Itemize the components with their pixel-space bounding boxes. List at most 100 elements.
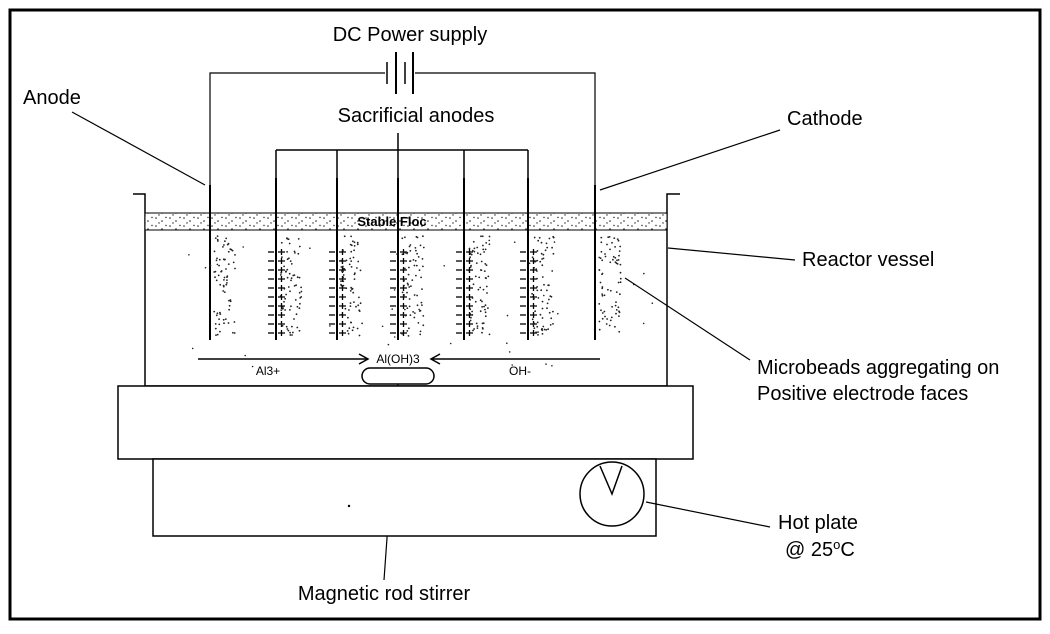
dial-pointer xyxy=(599,465,623,497)
microbead-dot xyxy=(537,331,539,333)
positive-charge-mark xyxy=(466,267,473,273)
positive-charge-mark xyxy=(466,285,473,291)
microbeads-leader-line xyxy=(624,277,751,361)
microbead-dot xyxy=(357,304,360,307)
microbead-dot xyxy=(472,240,475,243)
microbead-dot xyxy=(474,275,477,278)
positive-charge-mark xyxy=(466,330,473,336)
microbead-dot xyxy=(419,244,422,247)
microbead-dot xyxy=(484,315,487,318)
microbead-dot xyxy=(408,305,411,308)
microbead-dot xyxy=(214,323,217,325)
microbead-dot xyxy=(296,276,299,279)
positive-charge-mark xyxy=(339,321,346,327)
microbead-dot xyxy=(408,245,411,248)
microbead-dot xyxy=(476,246,479,249)
microbead-dot xyxy=(351,288,353,291)
microbead-dot xyxy=(358,334,361,337)
microbead-dot xyxy=(297,238,300,240)
positive-charge-mark xyxy=(339,330,346,336)
microbead-dot xyxy=(487,307,489,309)
microbead-dot xyxy=(409,250,412,252)
microbead-dot xyxy=(283,300,285,303)
microbead-dot xyxy=(604,315,606,318)
microbead-dot xyxy=(598,256,600,259)
microbead-dot xyxy=(233,332,236,334)
microbead-dot xyxy=(283,287,286,290)
positive-charge-mark xyxy=(466,303,473,309)
microbead-dot xyxy=(413,312,416,314)
microbead-dot xyxy=(488,235,491,238)
microbead-dot xyxy=(407,335,410,337)
microbead-dot xyxy=(402,313,404,316)
microbead-dot xyxy=(534,260,536,263)
microbead-dot xyxy=(546,289,548,292)
microbead-dot xyxy=(485,277,487,280)
microbead-dot xyxy=(600,241,603,244)
microbead-dot xyxy=(541,307,544,310)
hot-plate-base xyxy=(152,458,657,537)
microbead-dot xyxy=(418,308,420,311)
microbead-dot xyxy=(406,291,408,294)
microbead-dot xyxy=(615,312,617,315)
microbead-dot xyxy=(536,270,538,272)
microbead-dot xyxy=(214,276,216,279)
microbead-dot xyxy=(279,295,282,297)
microbead-dot xyxy=(406,251,409,254)
microbead-dot xyxy=(416,294,418,297)
microbead-dot xyxy=(353,241,356,244)
microbead-dot xyxy=(467,269,470,272)
microbead-dot xyxy=(614,304,617,307)
microbead-dot xyxy=(422,265,424,268)
microbead-dot xyxy=(285,270,287,273)
microbead-dot xyxy=(607,236,610,239)
microbead-dot xyxy=(470,253,473,256)
microbead-dot xyxy=(409,260,411,262)
microbead-dot xyxy=(417,322,420,324)
microbead-dot xyxy=(473,328,475,330)
microbead-dot xyxy=(213,310,216,313)
microbead-dot xyxy=(604,255,607,258)
microbead-dot xyxy=(233,321,236,323)
microbead-dot xyxy=(420,276,422,279)
microbead-dot xyxy=(294,252,296,254)
positive-charge-mark xyxy=(530,303,537,309)
microbead-dot xyxy=(218,264,221,267)
microbead-dot xyxy=(340,313,343,316)
microbead-dot xyxy=(348,263,351,266)
positive-charge-mark xyxy=(400,267,407,273)
microbead-dot xyxy=(356,327,359,330)
microbead-dot xyxy=(609,261,612,264)
microbead-dot xyxy=(341,260,344,263)
microbead-dot xyxy=(413,264,416,267)
microbead-dot xyxy=(600,309,602,312)
microbead-dot xyxy=(548,237,551,240)
positive-charge-mark xyxy=(466,276,473,282)
microbead-dot xyxy=(215,314,218,317)
microbead-dot xyxy=(216,238,219,241)
microbead-dot xyxy=(340,284,343,287)
microbead-dot xyxy=(485,242,488,244)
microbead-dot xyxy=(545,363,547,365)
microbead-dot xyxy=(340,280,342,282)
anode-wire xyxy=(209,72,385,185)
microbead-dot xyxy=(215,259,218,262)
microbead-dot xyxy=(215,334,217,336)
microbead-dot xyxy=(286,258,289,261)
microbead-dot xyxy=(619,281,622,284)
microbead-dot xyxy=(607,288,609,291)
microbead-dot xyxy=(342,276,345,279)
microbead-dot xyxy=(401,332,403,335)
microbead-dot xyxy=(216,235,219,238)
microbead-dot xyxy=(227,250,230,253)
microbead-dot xyxy=(216,312,219,315)
microbead-dot xyxy=(485,285,488,288)
microbead-dot xyxy=(280,323,283,325)
microbead-dot xyxy=(345,287,348,290)
microbead-dot xyxy=(616,259,618,262)
microbead-dot xyxy=(538,236,541,239)
microbead-dot xyxy=(414,259,417,262)
microbead-dot xyxy=(404,267,406,270)
microbead-dot xyxy=(547,328,549,331)
microbead-dot xyxy=(598,320,601,323)
